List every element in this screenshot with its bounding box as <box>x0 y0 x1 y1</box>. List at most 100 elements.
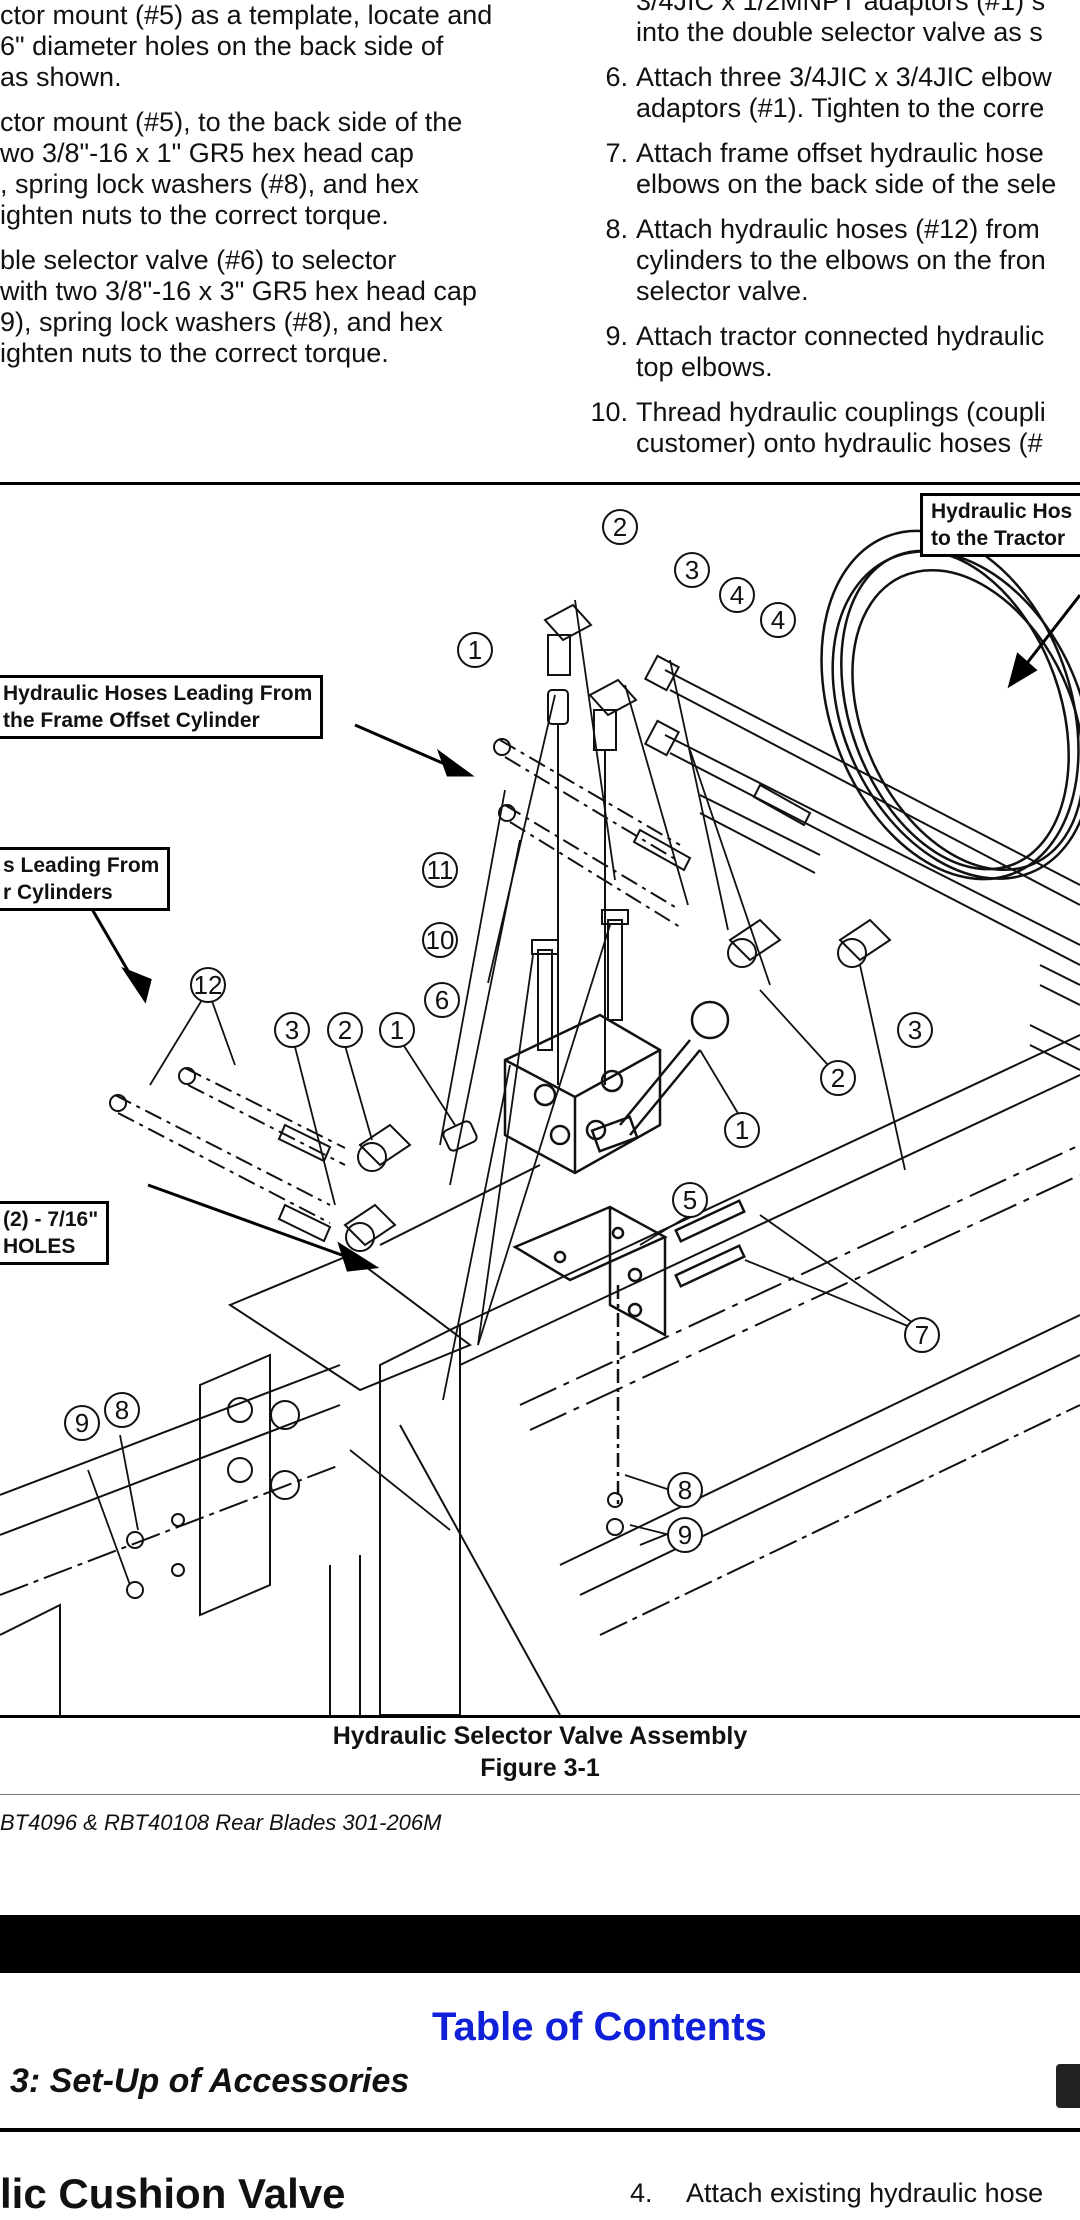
part-label: 7 <box>904 1317 940 1353</box>
part-label: 9 <box>64 1405 100 1441</box>
svg-text:5: 5 <box>683 1185 697 1215</box>
text-line: ble selector valve (#6) to selector <box>0 245 397 275</box>
step-item: 4. Attach existing hydraulic hose <box>630 2178 1043 2209</box>
part-label: 3 <box>897 1012 933 1048</box>
brand-logo-icon <box>1056 2064 1080 2108</box>
svg-text:3: 3 <box>285 1015 299 1045</box>
step-number: 9. <box>605 321 628 351</box>
text-line: Attach tractor connected hydraulic <box>636 321 1045 351</box>
text-line: adaptors (#1). Tighten to the corre <box>636 93 1045 123</box>
text-line: Attach three 3/4JIC x 3/4JIC elbow <box>636 62 1052 92</box>
svg-text:6: 6 <box>435 985 449 1015</box>
text-line: with two 3/8"-16 x 3" GR5 hex head cap <box>0 276 477 306</box>
part-label: 2 <box>602 509 638 545</box>
text-line: top elbows. <box>636 352 773 382</box>
step-item: 10. Thread hydraulic couplings (coupli c… <box>580 397 1080 459</box>
figure-title: Hydraulic Selector Valve Assembly <box>332 1722 748 1750</box>
figure-number: Figure 3-1 <box>480 1754 600 1782</box>
svg-text:9: 9 <box>75 1408 89 1438</box>
left-instructions: ctor mount (#5) as a template, locate an… <box>0 0 520 383</box>
text-line: Attach existing hydraulic hose <box>686 2178 1044 2208</box>
step-number: 8. <box>605 214 628 244</box>
elbow-fittings <box>727 918 892 968</box>
step-number: 7. <box>605 138 628 168</box>
top-fittings <box>543 603 638 1085</box>
part-label: 3 <box>674 552 710 588</box>
text-line: 6" diameter holes on the back side of <box>0 31 444 61</box>
part-label: 12 <box>190 967 226 1003</box>
hose-coil <box>820 529 1080 881</box>
part-label: 10 <box>422 922 458 958</box>
step-number: 6. <box>605 62 628 92</box>
svg-text:3: 3 <box>908 1015 922 1045</box>
svg-text:9: 9 <box>678 1520 692 1550</box>
assembly-drawing: 2 3 4 4 1 11 10 6 12 3 2 1 2 3 1 5 7 9 8… <box>0 509 1080 1715</box>
svg-text:4: 4 <box>730 580 744 610</box>
step-item: 6. Attach three 3/4JIC x 3/4JIC elbow ad… <box>580 62 1080 124</box>
step-item: 7. Attach frame offset hydraulic hose el… <box>580 138 1080 200</box>
svg-text:2: 2 <box>338 1015 352 1045</box>
svg-text:3: 3 <box>685 555 699 585</box>
text-line: ighten nuts to the correct torque. <box>0 200 389 230</box>
part-label: 8 <box>667 1472 703 1508</box>
nuts-washers <box>126 1492 624 1599</box>
text-line: ctor mount (#5), to the back side of the <box>0 107 463 137</box>
text-line: 9), spring lock washers (#8), and hex <box>0 307 443 337</box>
part-label: 2 <box>327 1012 363 1048</box>
text-line: as shown. <box>0 62 122 92</box>
svg-text:8: 8 <box>678 1475 692 1505</box>
svg-text:2: 2 <box>613 512 627 542</box>
page-footer: BT4096 & RBT40108 Rear Blades 301-206M <box>0 1810 442 1835</box>
svg-text:10: 10 <box>426 925 455 955</box>
svg-text:7: 7 <box>915 1320 929 1350</box>
svg-text:2: 2 <box>831 1063 845 1093</box>
part-label: 8 <box>104 1392 140 1428</box>
text-line: selector valve. <box>636 276 809 306</box>
text-line: 3/4JIC x 1/2MNPT adaptors (#1) s <box>636 0 1046 16</box>
section-title: 3: Set-Up of Accessories <box>10 2062 410 2100</box>
callout-tractor-hoses: Hydraulic Hos to the Tractor <box>920 493 1080 557</box>
part-label: 3 <box>274 1012 310 1048</box>
svg-text:12: 12 <box>194 970 223 1000</box>
leader-lines <box>87 599 931 1586</box>
svg-text:1: 1 <box>735 1115 749 1145</box>
section-divider <box>0 2128 1080 2132</box>
text-line: Thread hydraulic couplings (coupli <box>636 397 1046 427</box>
part-label: 1 <box>457 632 493 668</box>
text-line: Attach frame offset hydraulic hose <box>636 138 1044 168</box>
text-line: cylinders to the elbows on the fron <box>636 245 1046 275</box>
callout-holes: (2) - 7/16" HOLES <box>0 1201 110 1265</box>
svg-text:1: 1 <box>390 1015 404 1045</box>
text-line: , spring lock washers (#8), and hex <box>0 169 419 199</box>
part-label: 2 <box>820 1060 856 1096</box>
text-line: into the double selector valve as s <box>636 17 1043 47</box>
callout-frame-offset-hoses: Hydraulic Hoses Leading From the Frame O… <box>0 675 324 739</box>
part-label: 4 <box>760 602 796 638</box>
step-item: 9. Attach tractor connected hydraulic to… <box>580 321 1080 383</box>
svg-text:4: 4 <box>771 605 785 635</box>
right-instructions: 3/4JIC x 1/2MNPT adaptors (#1) s into th… <box>580 0 1080 473</box>
assembly-figure: 2 3 4 4 1 11 10 6 12 3 2 1 2 3 1 5 7 9 8… <box>0 482 1080 1718</box>
text-line: Attach hydraulic hoses (#12) from <box>636 214 1040 244</box>
part-label: 9 <box>667 1517 703 1553</box>
table-of-contents-link[interactable]: Table of Contents <box>432 2005 767 2049</box>
text-line: wo 3/8"-16 x 1" GR5 hex head cap <box>0 138 414 168</box>
part-label: 5 <box>672 1182 708 1218</box>
bolts-10 <box>531 909 629 1051</box>
part-label: 4 <box>719 577 755 613</box>
page-heading: lic Cushion Valve <box>0 2170 346 2217</box>
text-line: ctor mount (#5) as a template, locate an… <box>0 0 493 30</box>
part-number-labels: 2 3 4 4 1 11 10 6 12 3 2 1 2 3 1 5 7 9 8… <box>64 509 940 1553</box>
step-5-partial: 3/4JIC x 1/2MNPT adaptors (#1) s into th… <box>580 0 1080 48</box>
step-number: 4. <box>630 2178 653 2208</box>
frame-structure <box>0 1034 1080 1715</box>
frame-offset-hoses <box>493 738 821 928</box>
text-line: elbows on the back side of the sele <box>636 169 1057 199</box>
part-label: 1 <box>724 1112 760 1148</box>
part-label: 11 <box>422 852 458 888</box>
part-label: 1 <box>379 1012 415 1048</box>
cylinder-hoses <box>109 1067 541 1252</box>
svg-text:8: 8 <box>115 1395 129 1425</box>
text-line: ighten nuts to the correct torque. <box>0 338 389 368</box>
callout-cylinder-hoses: s Leading From r Cylinders <box>0 847 171 911</box>
